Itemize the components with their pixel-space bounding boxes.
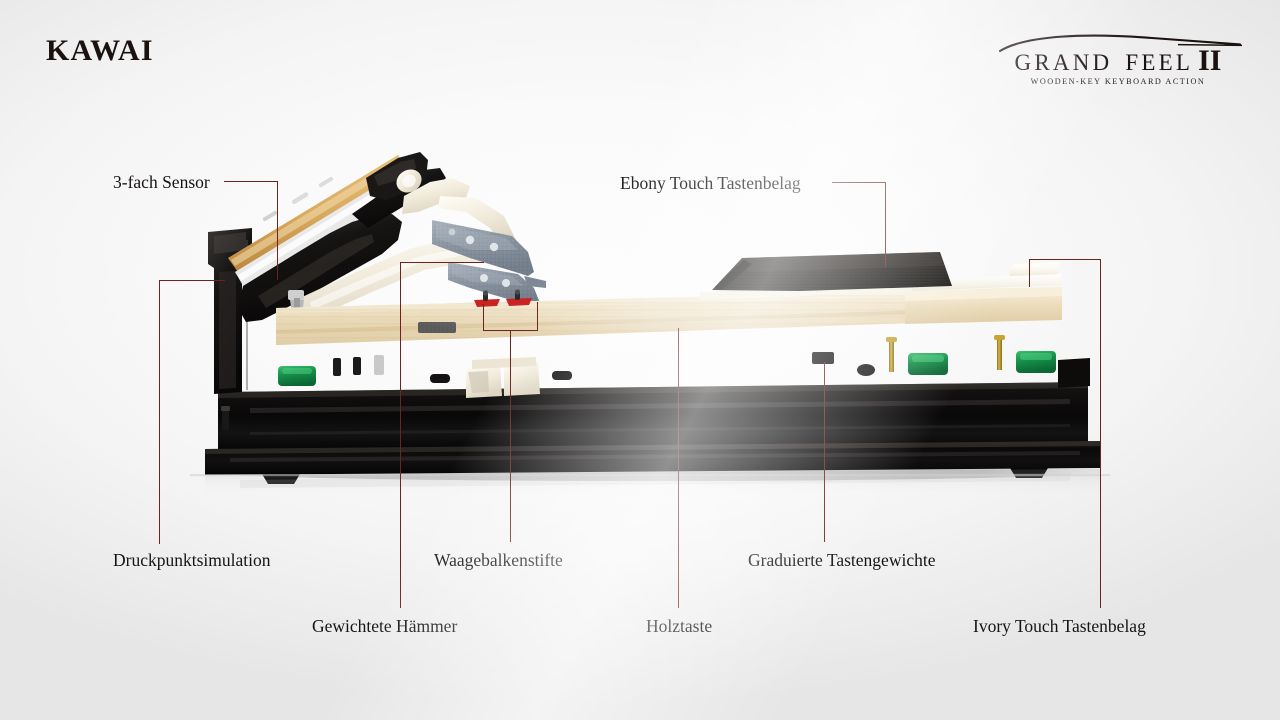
leader-line-holztaste-v — [678, 328, 680, 608]
leader-line-ivory-drop — [1029, 259, 1031, 287]
logo-word-grand: GRAND — [1014, 50, 1113, 75]
leader-line-waage-fork-right — [537, 302, 539, 331]
logo-numeral-two: II — [1198, 44, 1222, 77]
callout-label-druckpunktsimulation: Druckpunktsimulation — [113, 550, 271, 570]
callout-label-dreifach-sensor: 3-fach Sensor — [113, 172, 210, 192]
leader-line-graduierte-v — [824, 362, 826, 542]
callout-label-gewichtete-haemmer: Gewichtete Hämmer — [312, 616, 458, 636]
callout-label-ivory-touch: Ivory Touch Tastenbelag — [973, 616, 1146, 636]
leader-line-dreifach-sensor-h — [224, 181, 278, 183]
leader-line-ivory-v — [1100, 259, 1102, 608]
leader-line-druckpunkt-h — [159, 280, 225, 282]
leader-line-ebony-touch-v — [885, 182, 887, 267]
leader-line-waage-fork-left — [483, 304, 485, 331]
leader-line-druckpunkt-v — [159, 280, 161, 544]
grand-feel-logo: GRAND FEEL II WOODEN-KEY KEYBOARD ACTION — [992, 32, 1244, 94]
logo-subtitle: WOODEN-KEY KEYBOARD ACTION — [1030, 77, 1206, 86]
leader-line-waage-fork-h — [483, 330, 538, 332]
leader-line-dreifach-sensor-v — [277, 181, 279, 280]
leader-line-waage-v — [510, 330, 512, 542]
leader-line-haemmer-v — [400, 262, 402, 608]
piano-lid-curve-icon — [998, 34, 1243, 53]
kawai-brand-logo: KAWAI — [46, 34, 154, 67]
callout-label-graduierte-tastengewichte: Graduierte Tastengewichte — [748, 550, 936, 570]
leader-line-ebony-touch-h — [832, 182, 886, 184]
callout-label-ebony-touch: Ebony Touch Tastenbelag — [620, 173, 801, 193]
leader-line-haemmer-h — [400, 262, 484, 264]
leader-line-ivory-h — [1029, 259, 1101, 261]
logo-word-feel: FEEL — [1125, 50, 1194, 75]
grand-feel-wordmark: GRAND FEEL II — [992, 46, 1244, 76]
callout-label-holztaste: Holztaste — [646, 616, 713, 636]
callout-label-waagebalkenstifte: Waagebalkenstifte — [434, 550, 563, 570]
